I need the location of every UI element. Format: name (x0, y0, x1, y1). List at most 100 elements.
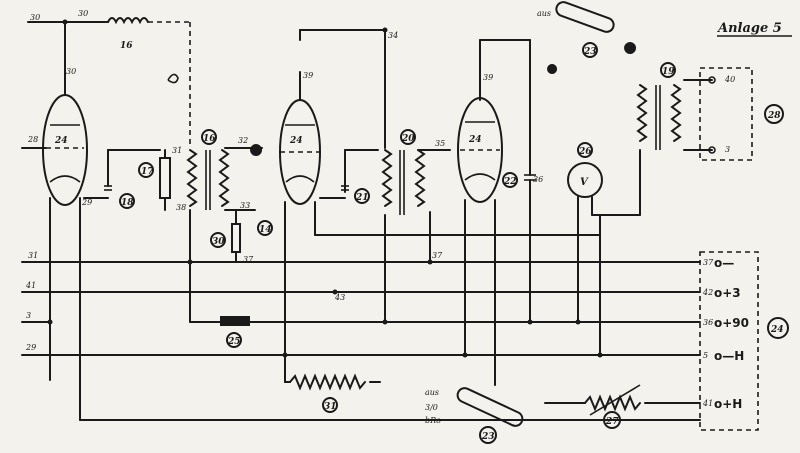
terminal-plus90[interactable]: 36 o+90 (703, 316, 749, 330)
wire-label-38: 38 (176, 203, 186, 212)
output-terminal-40[interactable] (708, 76, 716, 84)
resistor-14-badge (257, 220, 273, 236)
switch-23-bottom (456, 387, 524, 427)
terminal-plus3-label: o+3 (714, 286, 741, 300)
transformer-16-label: 16 (203, 134, 216, 144)
wire-label-3: 3 (26, 311, 31, 320)
aus-label: aus (537, 9, 551, 18)
wire-label-36: 36 (533, 175, 543, 184)
wire-label-29b: 29 (25, 343, 36, 352)
wire-label-29: 29 (81, 198, 92, 207)
switch-pos-3-0: 3/0 (425, 403, 438, 412)
terminal-plus-h-num: 41 (702, 399, 713, 408)
junction (282, 352, 288, 358)
voltmeter-symbol: V (580, 177, 589, 188)
tube-1-filament (49, 175, 81, 183)
transformer-20-badge (400, 129, 416, 145)
junction (427, 259, 433, 265)
coil-16-label: 16 (120, 41, 133, 51)
voltmeter-badge (577, 142, 593, 158)
wire-label-34: 34 (388, 31, 398, 40)
switch-23-bottom-badge (479, 426, 497, 444)
ground-icon (547, 64, 558, 74)
aus-label-bottom: aus (425, 388, 439, 397)
rheostat-27 (584, 394, 641, 412)
terminal-minus-label: o— (714, 256, 734, 270)
diagram-title: Anlage 5 (716, 21, 782, 36)
rheostat-arrow (589, 384, 641, 416)
junction (47, 319, 53, 325)
output-block-label: 28 (767, 111, 781, 121)
wire-label-41: 41 (25, 281, 36, 290)
transformer-16-secondary (218, 149, 230, 207)
tube-1-label: 24 (54, 136, 68, 146)
switch-23-top (555, 1, 615, 33)
battery-block (699, 251, 759, 431)
resistor-30-label: 30 (212, 237, 225, 247)
r30-badge (210, 232, 226, 248)
wire-label-35: 35 (435, 139, 445, 148)
resistor-17 (159, 157, 171, 199)
switch-23-top-badge (582, 42, 598, 58)
wire-label-39: 39 (303, 71, 313, 80)
battery-block-badge (767, 317, 789, 339)
battery-block-label: 24 (770, 325, 784, 335)
switch-pos-bro: bRo (425, 416, 441, 425)
junction (382, 319, 388, 325)
cap-18-label: 18 (121, 198, 134, 208)
transformer-16-badge (201, 129, 217, 145)
rheostat-27-badge (603, 411, 621, 429)
cap-22-label: 22 (503, 177, 517, 187)
pot-31-badge (322, 397, 338, 413)
ground-icon (250, 144, 263, 156)
wire-label-28: 28 (27, 135, 38, 144)
tube-1 (42, 94, 88, 206)
junction (332, 289, 338, 295)
pot-31-label: 31 (324, 402, 337, 412)
output-transformer-label: 19 (662, 67, 675, 77)
terminal-plus3[interactable]: 42 o+3 (702, 286, 741, 300)
output-terminal-40-label: 40 (724, 75, 735, 84)
r17-badge (138, 162, 154, 178)
output-terminal-3-label: 3 (725, 145, 730, 154)
resistor-17-label: 17 (141, 167, 154, 177)
wire-label-37: 37 (243, 255, 254, 264)
wire-label-30c: 30 (66, 67, 76, 76)
transformer-20-secondary (414, 149, 426, 207)
junction (462, 352, 468, 358)
terminal-plus90-label: o+90 (714, 316, 749, 330)
terminal-minus-h-num: 5 (703, 351, 708, 360)
output-transformer-primary (636, 84, 648, 142)
terminal-plus90-num: 36 (703, 318, 713, 327)
choke-25 (220, 316, 250, 326)
junction (597, 352, 603, 358)
wire-label-43: 43 (334, 293, 345, 302)
choke-25-badge (226, 332, 242, 348)
output-block-badge (764, 104, 784, 124)
terminal-plus3-num: 42 (702, 288, 713, 297)
potentiometer-31 (289, 373, 366, 391)
wire-label-30b: 30 (78, 9, 88, 18)
junction (187, 259, 193, 265)
resistor-30 (231, 223, 241, 253)
voltmeter-label: 26 (578, 147, 592, 157)
terminal-minus-num: 37 (703, 258, 714, 267)
tube-3-label: 24 (468, 135, 482, 145)
terminal-plus-h[interactable]: 41 o+H (702, 397, 742, 411)
terminal-minus-h[interactable]: 5 o—H (703, 349, 744, 363)
output-terminal-3[interactable] (708, 146, 716, 154)
cap-18-badge (119, 193, 135, 209)
switch-23-top-label: 23 (583, 47, 597, 57)
junction (382, 27, 388, 33)
output-transformer-secondary (670, 84, 682, 142)
crystal-icon (167, 73, 179, 84)
transformer-16-primary (186, 149, 198, 207)
rheostat-27-label: 27 (605, 417, 619, 427)
output-transformer-badge (660, 62, 676, 78)
terminal-minus-h-label: o—H (714, 349, 744, 363)
terminal-minus[interactable]: 37 o— (703, 256, 734, 270)
terminal-plus-h-label: o+H (714, 397, 742, 411)
junction (527, 319, 533, 325)
wire-label-33: 33 (240, 201, 250, 210)
